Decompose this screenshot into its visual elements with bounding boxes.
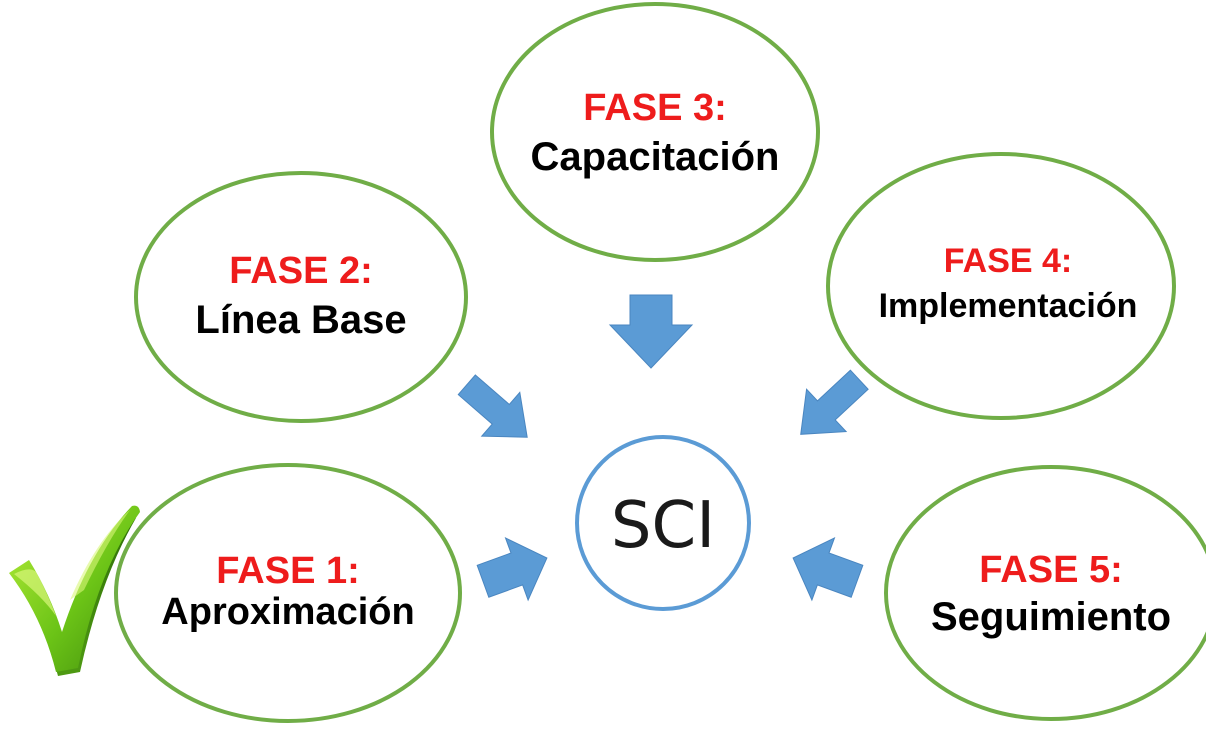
phase-2-label: FASE 2:	[229, 250, 373, 292]
phase-4-name: Implementación	[879, 287, 1138, 325]
phase-1-node: FASE 1: Aproximación	[114, 463, 462, 723]
phase-2-node: FASE 2: Línea Base	[134, 171, 468, 423]
phase-4-ellipse	[826, 152, 1176, 420]
phase-3-label: FASE 3:	[583, 87, 727, 129]
center-node: SCI	[575, 435, 751, 611]
phase-4-node: FASE 4: Implementación	[826, 152, 1176, 420]
arrow-icon-from-phase-2	[457, 374, 528, 438]
check-mark-icon	[9, 505, 140, 676]
phase-5-ellipse	[884, 465, 1206, 721]
phase-5-node: FASE 5: Seguimiento	[884, 465, 1206, 721]
phase-1-name: Aproximación	[161, 591, 414, 633]
arrow-icon-from-phase-1	[476, 536, 548, 602]
center-circle	[575, 435, 751, 611]
center-label: SCI	[611, 489, 715, 563]
phase-2-name: Línea Base	[195, 298, 406, 342]
phase-5-name: Seguimiento	[931, 595, 1171, 639]
arrow-icon-from-phase-4	[800, 369, 869, 435]
arrow-icon-from-phase-3	[608, 294, 694, 369]
phase-3-ellipse	[490, 2, 820, 262]
phase-3-name: Capacitación	[531, 135, 780, 179]
phase-1-label: FASE 1:	[216, 550, 360, 592]
phase-2-ellipse	[134, 171, 468, 423]
phase-3-node: FASE 3: Capacitación	[490, 2, 820, 262]
phase-4-label: FASE 4:	[944, 242, 1072, 280]
phase-5-label: FASE 5:	[979, 549, 1123, 591]
phase-1-ellipse	[114, 463, 462, 723]
arrow-icon-from-phase-5	[792, 536, 864, 602]
